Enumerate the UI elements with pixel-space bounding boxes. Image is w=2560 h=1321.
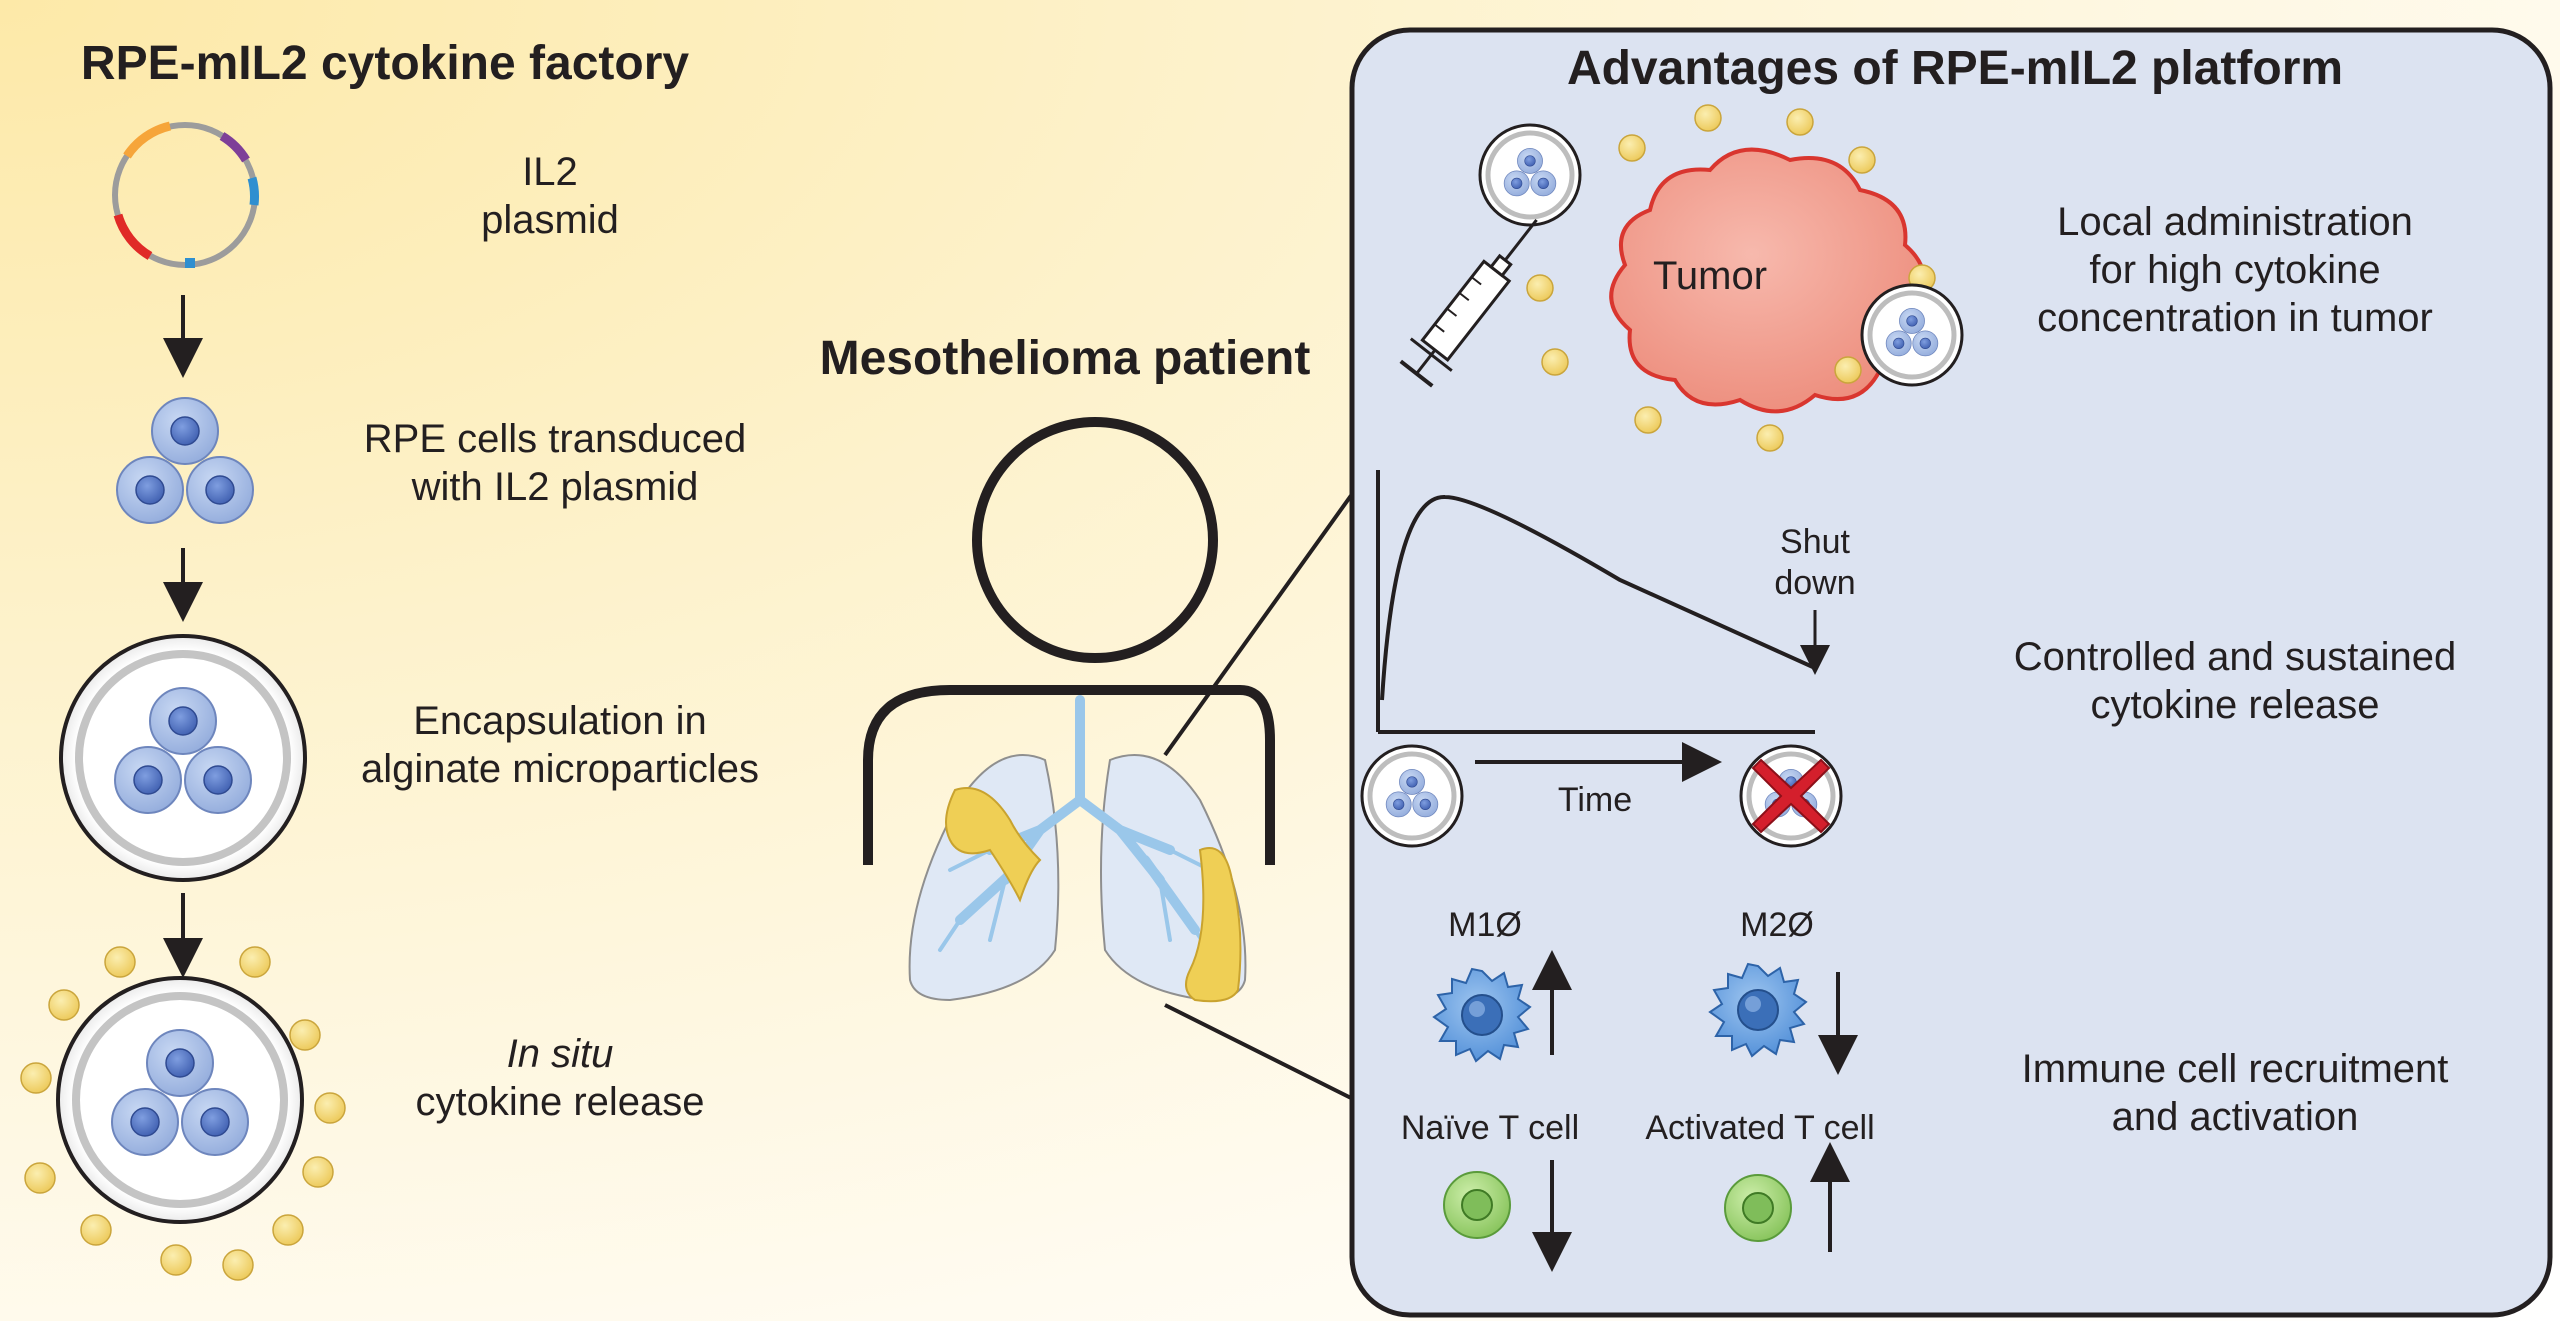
alginate-microparticle-icon xyxy=(59,634,307,882)
microparticle-icon-tumor-right xyxy=(1862,285,1962,385)
naive-t-cell-label: Naïve T cell xyxy=(1400,1109,1580,1147)
release-graph xyxy=(1376,470,1830,734)
plasmid-icon xyxy=(112,121,259,268)
m2-label: M2Ø xyxy=(1740,906,1814,944)
tumor-label: Tumor xyxy=(1652,254,1768,298)
time-label: Time xyxy=(1557,781,1633,819)
activated-t-cell-icon xyxy=(1724,1174,1792,1242)
cytokine-release-capsule-icon xyxy=(20,946,346,1281)
zoom-line-top xyxy=(1163,488,1357,757)
factory-title: RPE-mIL2 cytokine factory xyxy=(80,37,690,90)
patient-figure xyxy=(863,417,1275,865)
microparticle-icon-tumor-left xyxy=(1480,125,1580,225)
microparticle-icon-graph-start xyxy=(1362,746,1462,846)
m1-label: M1Ø xyxy=(1448,906,1522,944)
lungs-icon xyxy=(908,695,1247,1003)
syringe-icon xyxy=(1399,219,1538,388)
rpe-cells-icon xyxy=(117,398,253,523)
advantages-title: Advantages of RPE-mIL2 platform xyxy=(1566,42,2344,95)
naive-t-cell-icon xyxy=(1443,1171,1511,1239)
zoom-line-bottom xyxy=(1164,1003,1356,1102)
release-curve xyxy=(1380,494,1816,701)
activated-t-cell-label: Activated T cell xyxy=(1645,1109,1875,1147)
patient-title: Mesothelioma patient xyxy=(819,332,1311,385)
stopped-microparticle-icon xyxy=(1741,746,1841,846)
